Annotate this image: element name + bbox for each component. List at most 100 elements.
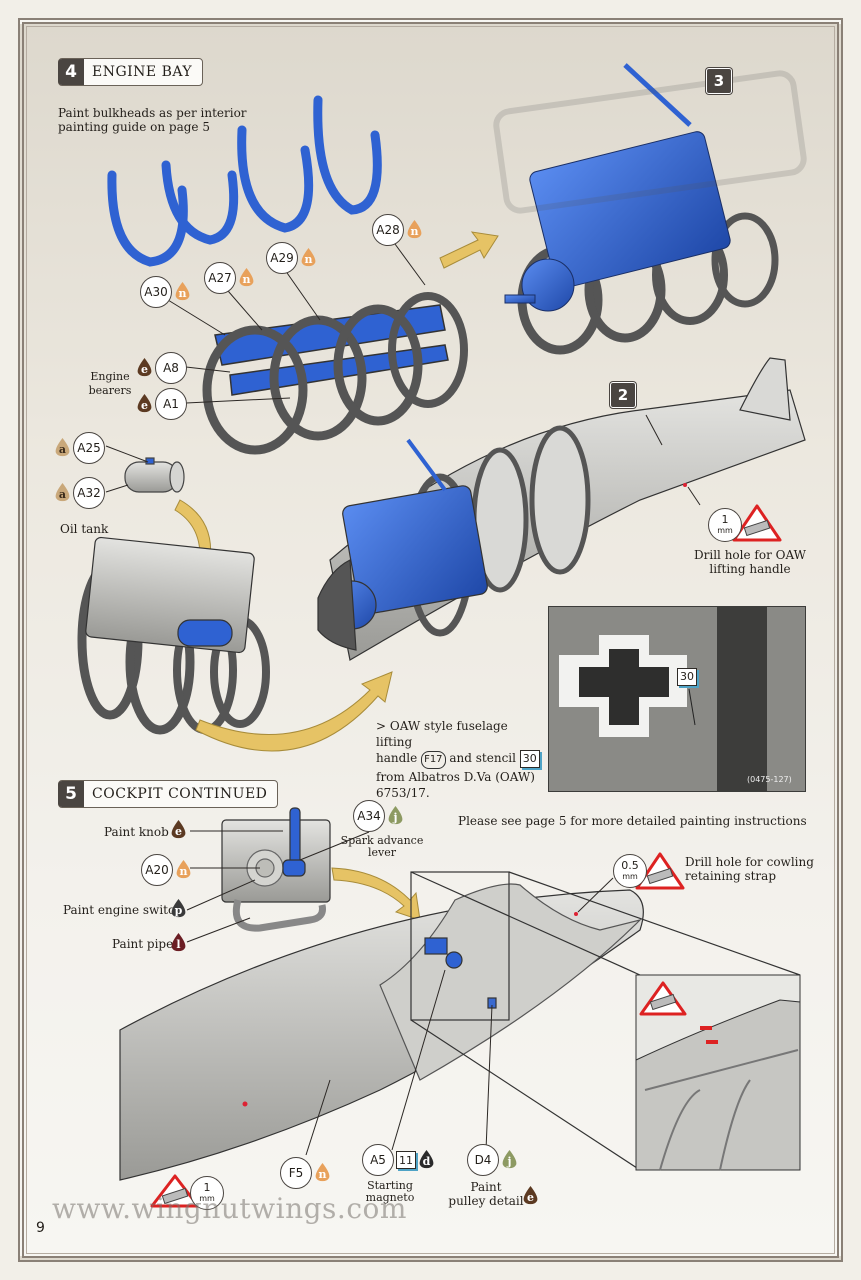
callout-a5: A5 11 d: [362, 1144, 435, 1176]
part-a8: A8: [155, 352, 187, 384]
callout-a29: A29 n: [266, 242, 317, 274]
bulkhead-note-line1: Paint bulkheads as per interior: [58, 106, 247, 120]
callout-pulley-paint: e: [522, 1186, 539, 1206]
page-inner-border: [26, 26, 835, 1254]
paint-drop-n-icon: n: [300, 248, 317, 268]
drill-bit-icons: [161, 519, 771, 1205]
callout-a20: A20 n: [141, 854, 192, 886]
paint-drop-d-icon: d: [418, 1150, 435, 1170]
spark-advance-label: Spark advance lever: [335, 835, 429, 859]
paint-drop-n-icon: n: [406, 220, 423, 240]
sub-step-3: 3: [706, 68, 732, 94]
bulkhead-note: Paint bulkheads as per interior painting…: [58, 106, 247, 134]
paint-pipe-label: Paint pipe: [112, 937, 174, 951]
drill-cowl-line1: Drill hole for cowling: [685, 855, 814, 869]
step-4-header: 4 ENGINE BAY: [58, 58, 204, 86]
spark-line2: lever: [367, 846, 396, 859]
oaw-handle-text: handle: [376, 751, 418, 765]
drill-cowl-note: Drill hole for cowling retaining strap: [685, 855, 814, 883]
paint-drop-n-icon: n: [314, 1163, 331, 1183]
arrow-to-cockpit: [331, 867, 421, 921]
bulkhead-note-line2: painting guide on page 5: [58, 120, 210, 134]
paint-knob-label: Paint knob: [104, 825, 169, 839]
callout-a1: e A1: [136, 388, 187, 420]
paint-drop-e-icon: e: [136, 358, 153, 378]
callout-f5: F5 n: [280, 1157, 331, 1189]
decal-30: 30: [519, 750, 540, 768]
callout-a27: A27 n: [204, 262, 255, 294]
step-4-title: ENGINE BAY: [92, 64, 193, 80]
detail-zoom: [410, 871, 801, 1171]
engine-assembly-grey: [77, 536, 270, 735]
oaw-note-line4: 6753/17.: [376, 786, 430, 800]
bulkhead-parts: [107, 95, 382, 267]
paint-drop-e-icon: e: [170, 820, 187, 840]
starting-line1: Starting: [367, 1179, 413, 1192]
please-see-note: Please see page 5 for more detailed pain…: [458, 814, 807, 828]
paint-drop-l-icon: l: [170, 933, 187, 953]
callout-a30: A30 n: [140, 276, 191, 308]
part-a32: A32: [73, 477, 105, 509]
drill-oaw-note: Drill hole for OAW lifting handle: [690, 548, 810, 576]
engine-bearers-line2: bearers: [88, 384, 132, 397]
reference-photo: 30 (0475-127): [548, 606, 806, 792]
site-watermark: www.wingnutwings.com: [52, 1192, 407, 1225]
part-a29: A29: [266, 242, 298, 274]
part-f5: F5: [280, 1157, 312, 1189]
paint-drop-e-icon: e: [522, 1186, 539, 1206]
callout-a25: a A25: [54, 432, 105, 464]
callout-pipe-paint: l: [170, 933, 187, 953]
engine-on-frame: [504, 63, 779, 355]
callout-a34: A34 j: [353, 800, 404, 832]
paint-drop-e-icon: e: [136, 394, 153, 414]
paint-drop-n-icon: n: [238, 268, 255, 288]
starting-magneto-label: Starting magneto: [360, 1180, 420, 1204]
fuselage-with-engine: [317, 357, 806, 661]
cockpit-fuselage: [119, 883, 644, 1181]
part-a28: A28: [372, 214, 404, 246]
callout-switch-paint: p: [170, 899, 187, 919]
starting-line2: magneto: [365, 1191, 415, 1204]
photo-cross-icon: [549, 607, 805, 791]
sub-step-2: 2: [610, 382, 636, 408]
decal-11: 11: [396, 1151, 416, 1169]
engine-bay-frame: [202, 292, 468, 455]
paint-drop-a-icon: a: [54, 438, 71, 458]
part-a34: A34: [353, 800, 385, 832]
callout-a32: a A32: [54, 477, 105, 509]
paint-drop-n-icon: n: [175, 860, 192, 880]
callout-knob-paint: e: [170, 820, 187, 840]
step-5-number: 5: [58, 781, 84, 807]
paint-drop-n-icon: n: [174, 282, 191, 302]
part-a20: A20: [141, 854, 173, 886]
callout-a8: e A8: [136, 352, 187, 384]
part-a5: A5: [362, 1144, 394, 1176]
brand-watermark-logo: [493, 70, 807, 214]
paint-drop-p-icon: p: [170, 899, 187, 919]
pulley-line2: pulley detail: [448, 1194, 524, 1208]
part-d4: D4: [467, 1144, 499, 1176]
part-a25: A25: [73, 432, 105, 464]
paint-drop-a-icon: a: [54, 483, 71, 503]
photo-caption: (0475-127): [747, 775, 792, 784]
leader-lines: [105, 243, 701, 1156]
oaw-note-line3: from Albatros D.Va (OAW): [376, 770, 535, 784]
drill-oaw-line1: Drill hole for OAW: [694, 548, 806, 562]
step-5-header: 5 COCKPIT CONTINUED: [58, 780, 279, 808]
oaw-note-line2: handle F17 and stencil 30: [376, 750, 541, 769]
part-a27: A27: [204, 262, 236, 294]
pulley-line1: Paint: [470, 1180, 502, 1194]
callout-d4: D4 j: [467, 1144, 518, 1176]
paint-engine-switch-label: Paint engine switch: [63, 903, 183, 917]
paint-drop-j-icon: j: [387, 806, 404, 826]
pulley-label: Paint pulley detail: [446, 1180, 526, 1208]
engine-switch-panel: [221, 807, 331, 932]
arrow-to-step3: [439, 231, 499, 269]
arrow-to-fuselage: [195, 671, 393, 752]
step-4-number: 4: [58, 59, 84, 85]
oil-tank-label: Oil tank: [60, 522, 109, 536]
step-5-title: COCKPIT CONTINUED: [92, 786, 268, 802]
